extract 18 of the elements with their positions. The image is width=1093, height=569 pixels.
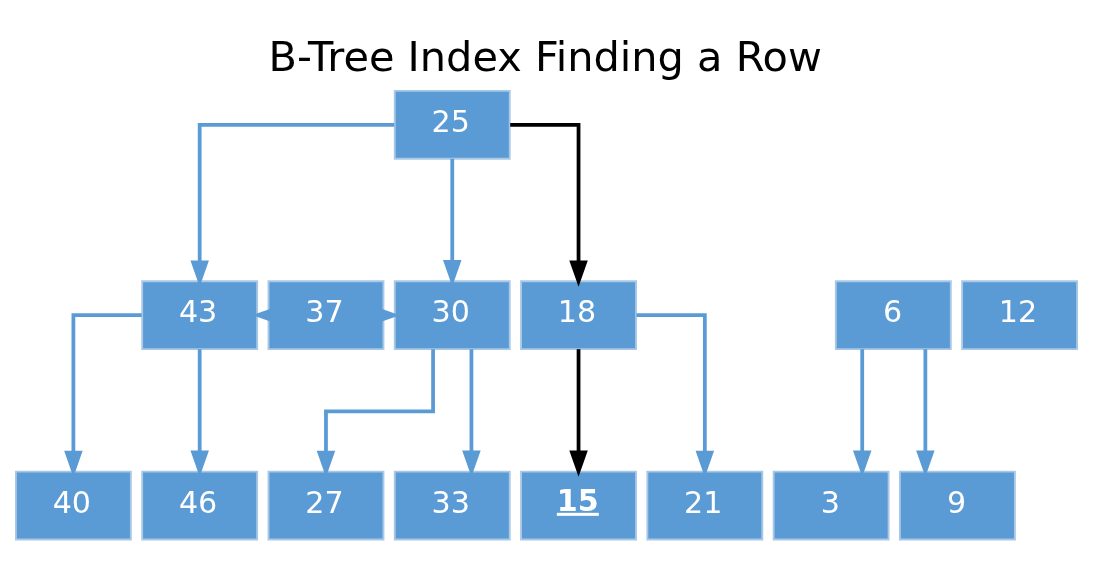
node-box: 3: [772, 470, 890, 540]
node-box: 25: [393, 89, 511, 160]
node-box: 6: [834, 279, 952, 350]
diagram-title: B-Tree Index Finding a Row: [268, 32, 822, 81]
node-box: 46: [141, 470, 259, 540]
node-box: 27: [267, 470, 385, 540]
arrow: [569, 348, 588, 477]
arrow: [510, 122, 588, 287]
node-box: 33: [393, 470, 511, 540]
arrow: [443, 158, 462, 286]
node-box: 12: [961, 279, 1079, 350]
node-box: 40: [14, 470, 132, 540]
node-box: 43: [141, 279, 259, 350]
node-box: 15: [520, 470, 637, 540]
node-box: 30: [393, 279, 511, 350]
node-box: 18: [520, 279, 637, 350]
node-box: 21: [646, 470, 764, 540]
node-box: 9: [898, 470, 1016, 540]
